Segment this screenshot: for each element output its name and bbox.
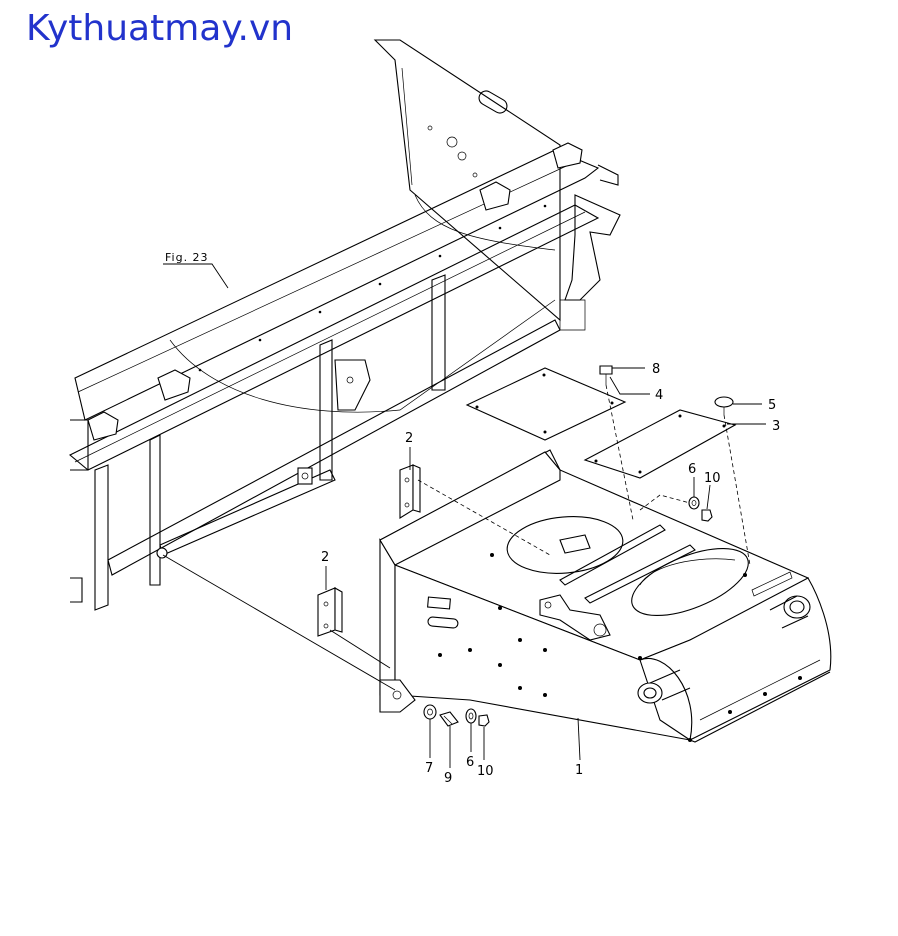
callouts: 4 8 5 3 6 10 2 2 7 9 6 10 1 [321, 362, 780, 786]
cover-plate-part-4 [465, 367, 627, 441]
bracket-part-2-upper [399, 464, 421, 519]
bolt-part-9 [439, 711, 459, 727]
callout-2-lower: 2 [321, 550, 329, 565]
cover-plate-part-3 [583, 409, 737, 479]
callout-3: 3 [772, 419, 780, 434]
assembly-lines [162, 384, 751, 691]
bracket-part-2-lower [317, 587, 343, 637]
callout-6-lower: 6 [466, 755, 474, 770]
callout-10-lower: 10 [477, 764, 494, 779]
watermark-logo: Kythuatmay.vn [26, 8, 294, 49]
knob-part-5 [714, 396, 734, 415]
callout-4: 4 [655, 388, 663, 403]
callout-2-upper: 2 [405, 431, 413, 446]
washer-part-6-lower [465, 708, 477, 724]
figure-reference-label: Fig. 23 [165, 251, 209, 264]
washer-part-7 [423, 704, 437, 720]
washer-part-6-upper [688, 496, 700, 510]
nut-part-10-upper [701, 509, 713, 522]
callout-6-upper: 6 [688, 462, 696, 477]
housing-part-1 [379, 449, 832, 743]
callout-5: 5 [768, 398, 776, 413]
nut-part-10-lower [478, 714, 490, 727]
callout-10-upper: 10 [704, 471, 721, 486]
callout-1: 1 [575, 763, 583, 778]
bolt-part-8 [599, 365, 613, 385]
callout-7: 7 [425, 761, 433, 776]
callout-9: 9 [444, 771, 452, 786]
callout-8: 8 [652, 362, 660, 377]
frame-assembly [68, 39, 621, 611]
figure-reference: Fig. 23 [163, 251, 229, 289]
